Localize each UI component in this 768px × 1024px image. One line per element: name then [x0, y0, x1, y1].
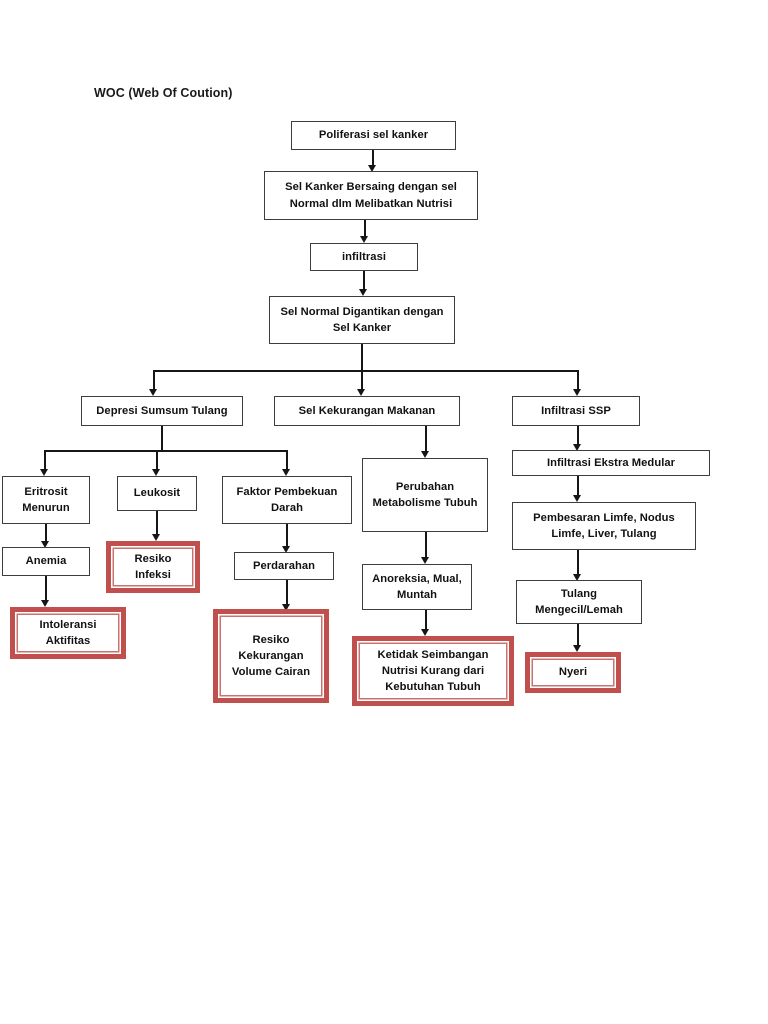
connector-c1-c2: [425, 532, 427, 560]
node-depresi-sumsum-tulang[interactable]: Depresi Sumsum Tulang: [81, 396, 243, 426]
connector-b2-c1: [425, 426, 427, 454]
connector-r2-r3: [577, 550, 579, 577]
node-sel-normal-digantikan[interactable]: Sel Normal Digantikan dengan Sel Kanker: [269, 296, 455, 344]
node-faktor-pembekuan-darah[interactable]: Faktor Pembekuan Darah: [222, 476, 352, 524]
connector-b3-r1: [577, 426, 579, 447]
connector-n1-n2: [372, 150, 374, 168]
arrowhead-bus-b2: [357, 389, 365, 396]
connector-subbus-l1: [44, 450, 46, 471]
arrowhead-n2-n3: [360, 236, 368, 243]
node-perdarahan[interactable]: Perdarahan: [234, 552, 334, 580]
node-resiko-infeksi[interactable]: Resiko Infeksi: [106, 541, 200, 593]
connector-main-bus: [153, 370, 579, 372]
arrowhead-n3-n4: [359, 289, 367, 296]
connector-l2-l3: [45, 576, 47, 603]
connector-subbus-k1: [286, 450, 288, 471]
arrowhead-l1-l2: [41, 541, 49, 548]
connector-n3-n4: [363, 271, 365, 292]
node-resiko-kekurangan-volume-cairan[interactable]: Resiko Kekurangan Volume Cairan: [213, 609, 329, 703]
node-infiltrasi[interactable]: infiltrasi: [310, 243, 418, 271]
node-infiltrasi-ekstra-medular[interactable]: Infiltrasi Ekstra Medular: [512, 450, 710, 476]
node-sel-kanker-bersaing[interactable]: Sel Kanker Bersaing dengan sel Normal dl…: [264, 171, 478, 220]
page-title: WOC (Web Of Coution): [94, 86, 233, 100]
node-leukosit[interactable]: Leukosit: [117, 476, 197, 511]
connector-c2-c3: [425, 610, 427, 632]
arrowhead-bus-b3: [573, 389, 581, 396]
connector-subbus-m1: [156, 450, 158, 471]
arrowhead-bus-b1: [149, 389, 157, 396]
connector-n4-bus: [361, 344, 363, 371]
node-nyeri[interactable]: Nyeri: [525, 652, 621, 693]
arrowhead-n1-n2: [368, 165, 376, 172]
node-poliferasi-sel-kanker[interactable]: Poliferasi sel kanker: [291, 121, 456, 150]
node-tulang-mengecil-lemah[interactable]: Tulang Mengecil/Lemah: [516, 580, 642, 624]
connector-k1-k2: [286, 524, 288, 549]
arrowhead-k1-k2: [282, 546, 290, 553]
connector-m1-m2: [156, 511, 158, 537]
node-eritrosit-menurun[interactable]: Eritrosit Menurun: [2, 476, 90, 524]
node-anemia[interactable]: Anemia: [2, 547, 90, 576]
arrowhead-l2-l3: [41, 600, 49, 607]
connector-k2-k3: [286, 580, 288, 607]
arrowhead-m1-m2: [152, 534, 160, 541]
connector-n2-n3: [364, 220, 366, 239]
connector-bus-b1: [153, 370, 155, 391]
arrowhead-b3-r1: [573, 444, 581, 451]
node-intoleransi-aktifitas[interactable]: Intoleransi Aktifitas: [10, 607, 126, 659]
connector-bus-b3: [577, 370, 579, 391]
arrowhead-r1-r2: [573, 495, 581, 502]
node-pembesaran-limfe[interactable]: Pembesaran Limfe, Nodus Limfe, Liver, Tu…: [512, 502, 696, 550]
node-sel-kekurangan-makanan[interactable]: Sel Kekurangan Makanan: [274, 396, 460, 426]
arrowhead-c2-c3: [421, 629, 429, 636]
arrowhead-k2-k3: [282, 604, 290, 611]
connector-l1-l2: [45, 524, 47, 544]
arrowhead-r2-r3: [573, 574, 581, 581]
arrowhead-subbus-k1: [282, 469, 290, 476]
connector-r1-r2: [577, 476, 579, 498]
arrowhead-r3-r4: [573, 645, 581, 652]
arrowhead-c1-c2: [421, 557, 429, 564]
node-infiltrasi-ssp[interactable]: Infiltrasi SSP: [512, 396, 640, 426]
node-ketidak-seimbangan-nutrisi[interactable]: Ketidak Seimbangan Nutrisi Kurang dari K…: [352, 636, 514, 706]
arrowhead-subbus-m1: [152, 469, 160, 476]
arrowhead-b2-c1: [421, 451, 429, 458]
connector-b1-subbus: [44, 450, 287, 452]
arrowhead-subbus-l1: [40, 469, 48, 476]
node-perubahan-metabolisme-tubuh[interactable]: Perubahan Metabolisme Tubuh: [362, 458, 488, 532]
connector-b1-bus: [161, 426, 163, 451]
connector-bus-b2: [361, 370, 363, 391]
node-anoreksia-mual-muntah[interactable]: Anoreksia, Mual, Muntah: [362, 564, 472, 610]
connector-r3-r4: [577, 624, 579, 648]
